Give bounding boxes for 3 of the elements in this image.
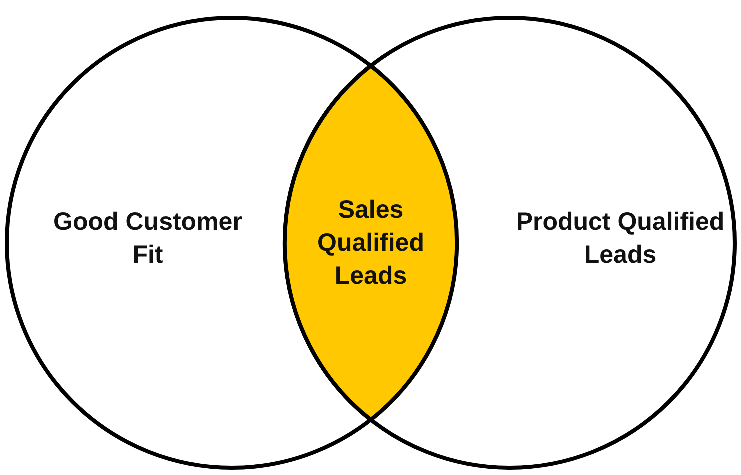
overlap-label: Sales Qualified Leads (316, 195, 426, 292)
set-label: Good Customer Fit (52, 207, 244, 271)
set-label: Product Qualified Leads (515, 207, 726, 271)
